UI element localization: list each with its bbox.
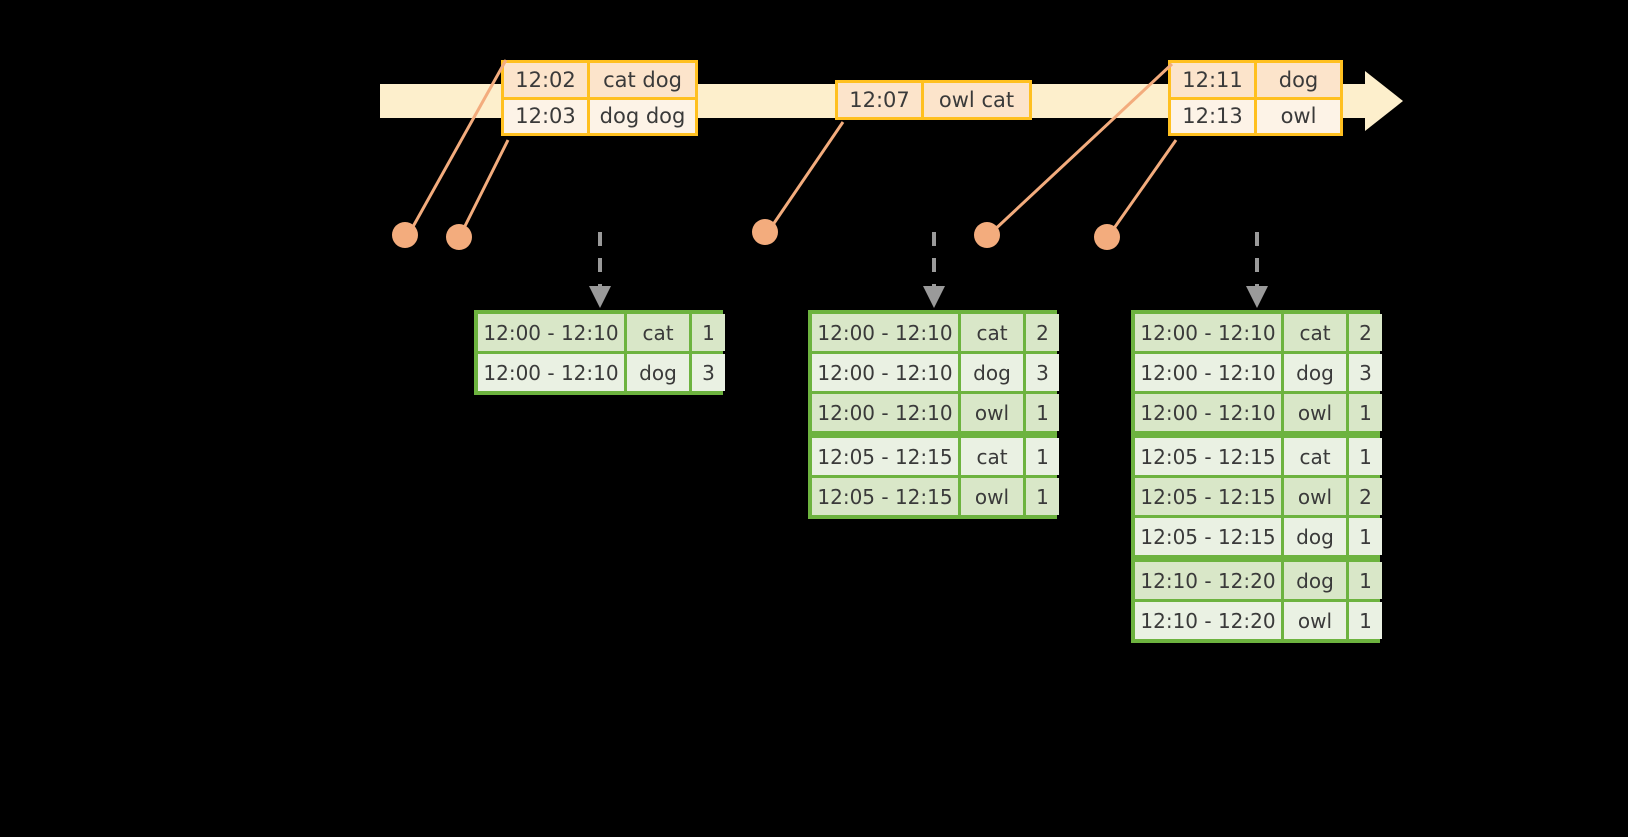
- cell-count: 3: [692, 354, 725, 391]
- cell-window: 12:10 - 12:20: [1135, 602, 1281, 639]
- cell-word: dog: [627, 354, 689, 391]
- cell-count: 2: [1026, 314, 1059, 351]
- cell-window: 12:00 - 12:10: [1135, 354, 1281, 391]
- events-box-3[interactable]: 12:11 dog 12:13 owl: [1168, 60, 1343, 136]
- timeline-arrow-head: [1365, 71, 1403, 131]
- cell-word: owl: [1284, 478, 1346, 515]
- event-row[interactable]: 12:07 owl cat: [838, 83, 1029, 117]
- cell-word: owl: [1284, 394, 1346, 431]
- cell-window: 12:05 - 12:15: [1135, 438, 1281, 475]
- connector-dot[interactable]: [974, 222, 1000, 248]
- cell-word: dog: [1284, 562, 1346, 599]
- event-time: 12:13: [1171, 99, 1257, 133]
- dashed-arrow-down-2: [923, 232, 945, 308]
- event-row[interactable]: 12:11 dog: [1171, 63, 1340, 97]
- connector-dot[interactable]: [392, 222, 418, 248]
- event-time: 12:07: [838, 83, 924, 117]
- cell-word: owl: [961, 478, 1023, 515]
- event-value: cat dog: [603, 67, 682, 92]
- cell-window: 12:05 - 12:15: [812, 438, 958, 475]
- cell-count: 1: [1349, 438, 1382, 475]
- event-time: 12:11: [1171, 63, 1257, 97]
- event-time: 12:03: [504, 99, 590, 133]
- cell-count: 1: [1349, 602, 1382, 639]
- dashed-arrow-down-1: [589, 232, 611, 308]
- dashed-arrow-down-3: [1246, 232, 1268, 308]
- events-box-2[interactable]: 12:07 owl cat: [835, 80, 1032, 120]
- events-box-1[interactable]: 12:02 cat dog 12:03 dog dog: [501, 60, 698, 136]
- event-time: 12:02: [504, 63, 590, 97]
- cell-count: 1: [692, 314, 725, 351]
- cell-window: 12:00 - 12:10: [812, 394, 958, 431]
- cell-window: 12:00 - 12:10: [1135, 394, 1281, 431]
- cell-window: 12:00 - 12:10: [1135, 314, 1281, 351]
- cell-window: 12:00 - 12:10: [812, 314, 958, 351]
- cell-word: cat: [627, 314, 689, 351]
- cell-count: 3: [1349, 354, 1382, 391]
- cell-count: 1: [1349, 518, 1382, 555]
- cell-count: 3: [1026, 354, 1059, 391]
- cell-word: dog: [961, 354, 1023, 391]
- connector-dot[interactable]: [446, 224, 472, 250]
- connector-dot[interactable]: [752, 219, 778, 245]
- cell-word: dog: [1284, 518, 1346, 555]
- cell-window: 12:00 - 12:10: [478, 314, 624, 351]
- cell-count: 1: [1349, 562, 1382, 599]
- cell-count: 1: [1026, 478, 1059, 515]
- event-value: owl cat: [938, 88, 1015, 112]
- cell-window: 12:10 - 12:20: [1135, 562, 1281, 599]
- event-row[interactable]: 12:02 cat dog: [504, 63, 695, 97]
- cell-word: cat: [961, 314, 1023, 351]
- event-row[interactable]: 12:03 dog dog: [504, 96, 695, 133]
- cell-word: dog: [1284, 354, 1346, 391]
- event-value: dog: [1278, 67, 1319, 92]
- cell-word: cat: [1284, 314, 1346, 351]
- cell-count: 1: [1026, 394, 1059, 431]
- cell-word: cat: [961, 438, 1023, 475]
- cell-count: 2: [1349, 478, 1382, 515]
- cell-window: 12:05 - 12:15: [812, 478, 958, 515]
- cell-window: 12:05 - 12:15: [1135, 518, 1281, 555]
- event-row[interactable]: 12:13 owl: [1171, 96, 1340, 133]
- cell-window: 12:05 - 12:15: [1135, 478, 1281, 515]
- cell-word: owl: [961, 394, 1023, 431]
- cell-window: 12:00 - 12:10: [478, 354, 624, 391]
- cell-count: 2: [1349, 314, 1382, 351]
- cell-count: 1: [1026, 438, 1059, 475]
- connector-dot[interactable]: [1094, 224, 1120, 250]
- cell-word: cat: [1284, 438, 1346, 475]
- cell-window: 12:00 - 12:10: [812, 354, 958, 391]
- event-value: dog dog: [599, 104, 686, 129]
- event-value: owl: [1280, 104, 1317, 129]
- cell-count: 1: [1349, 394, 1382, 431]
- cell-word: owl: [1284, 602, 1346, 639]
